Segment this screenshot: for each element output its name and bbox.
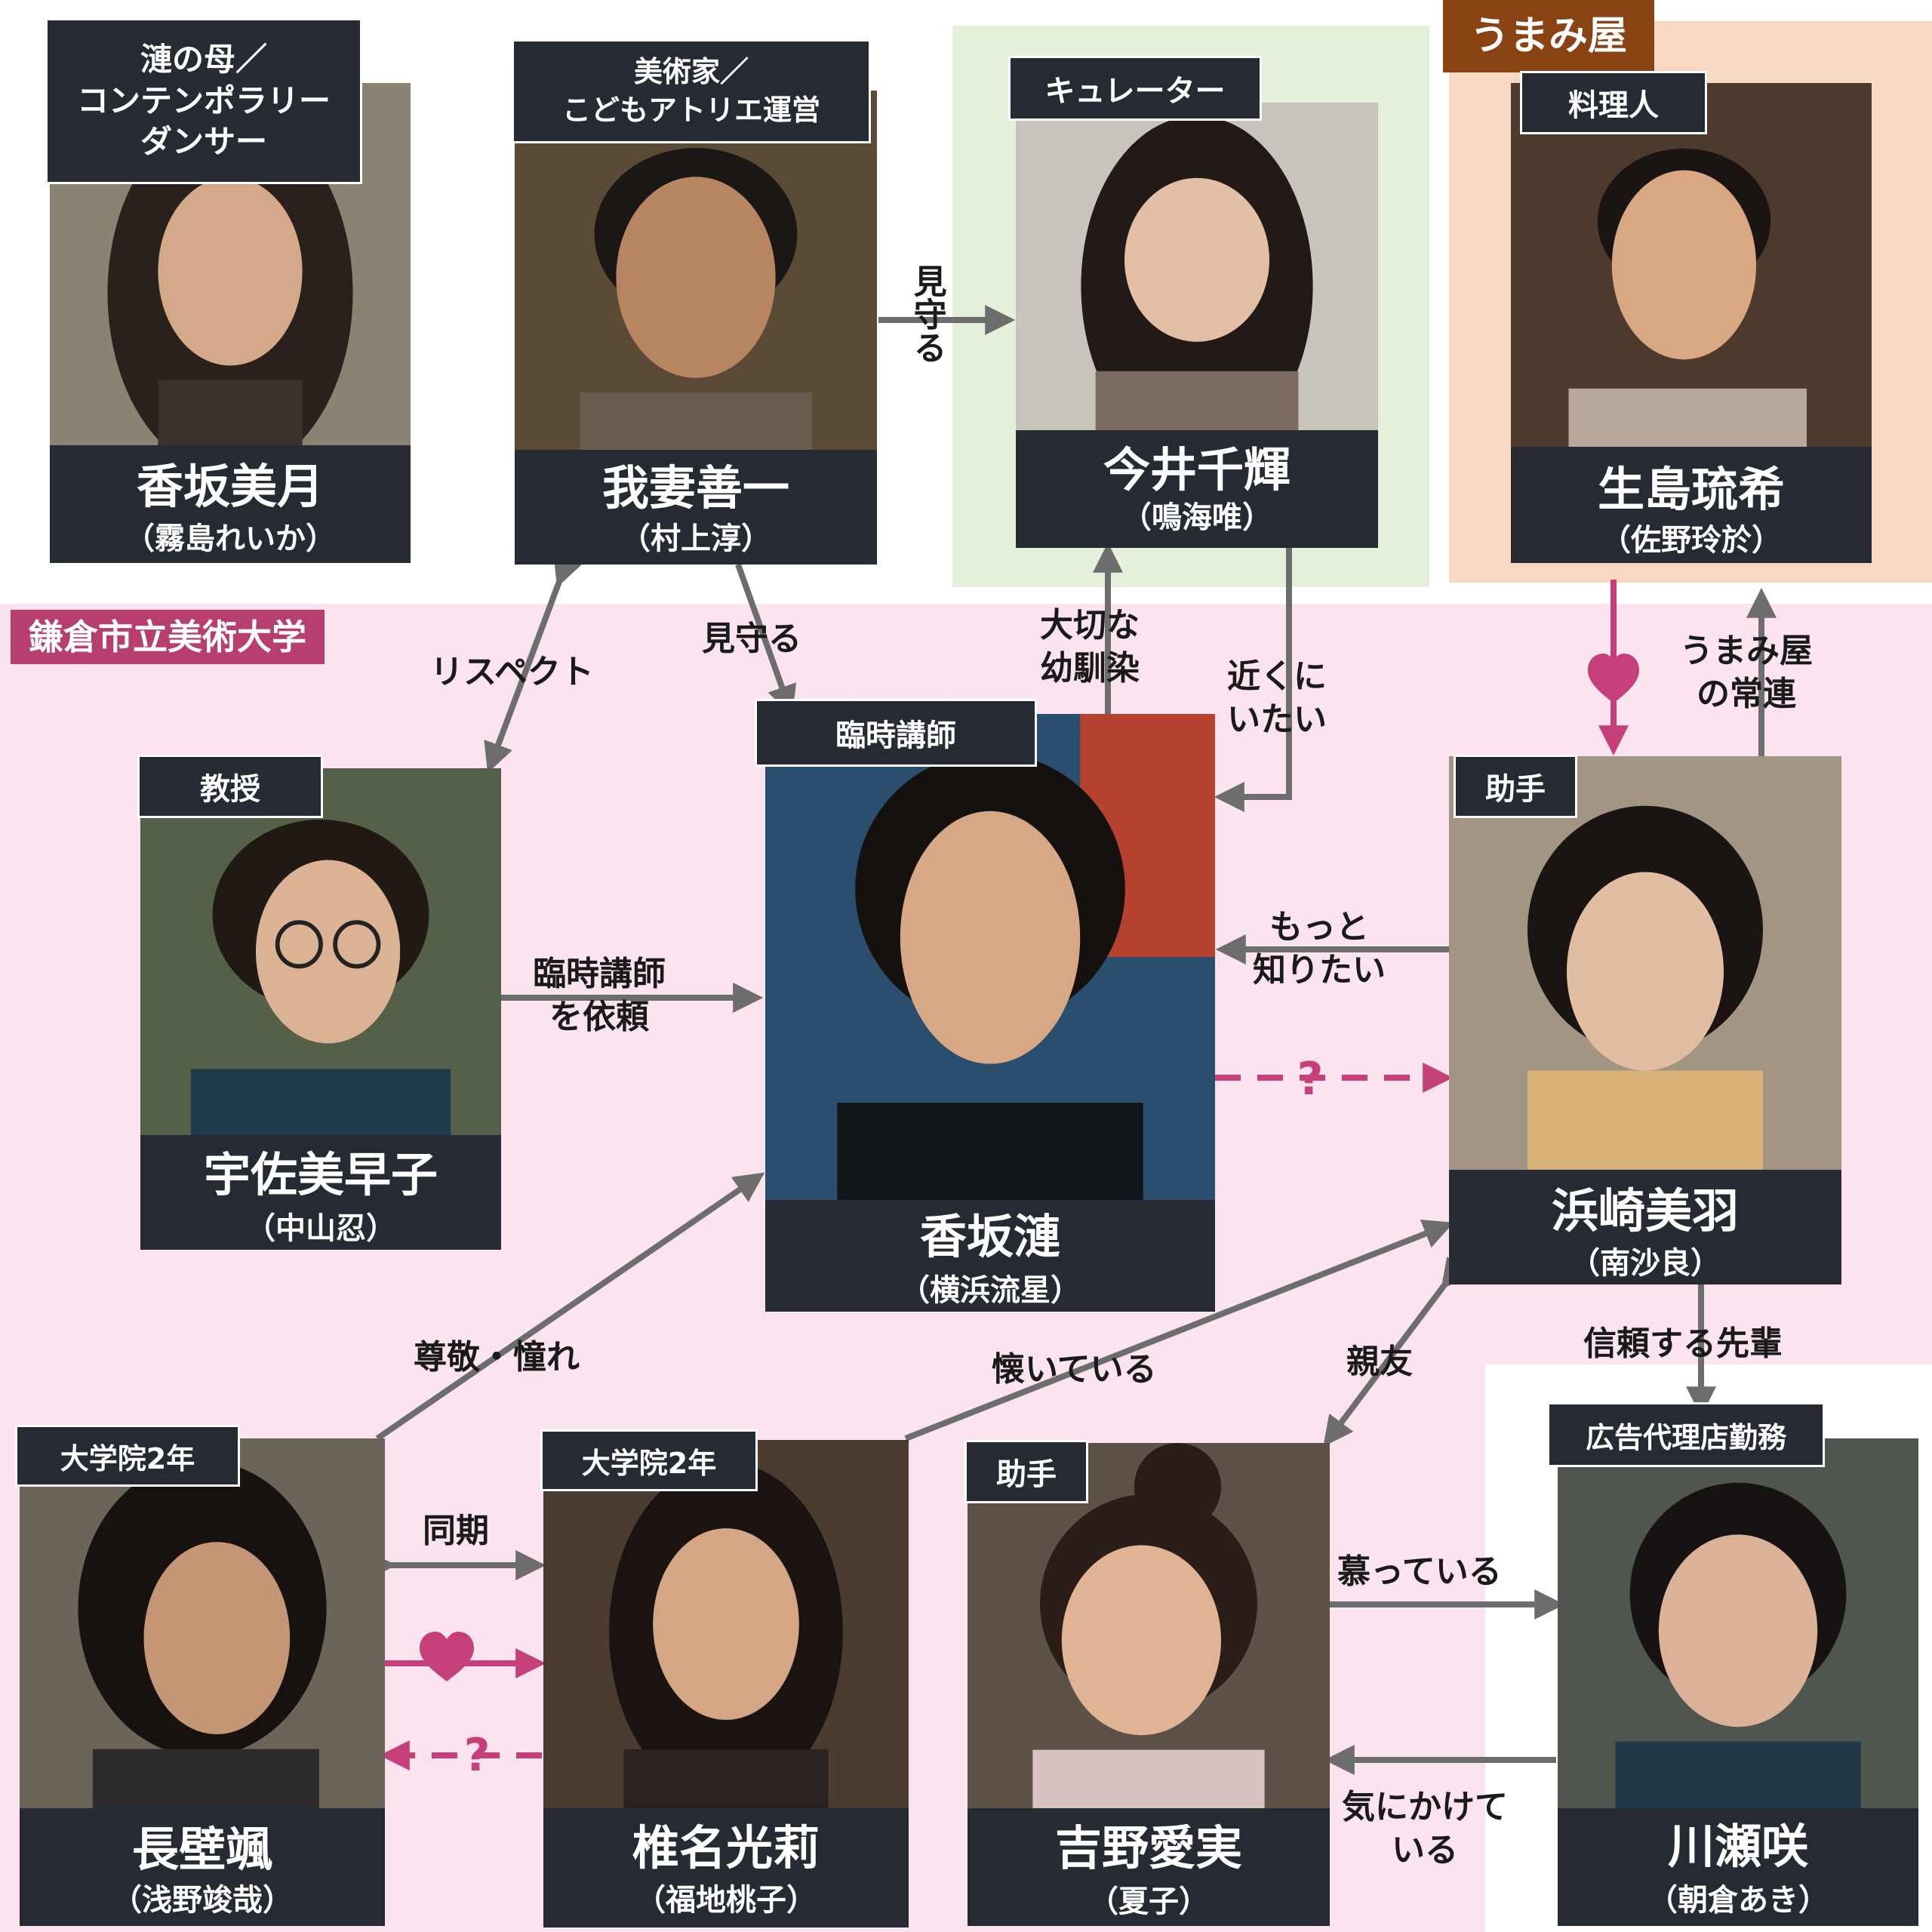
portrait-ruki [1511,83,1872,447]
arrow-zenichi-sachiko [484,554,582,774]
heart-icon [420,1632,474,1681]
role-tag: 教授 [137,755,323,818]
character-name: 椎名光莉 [632,1820,820,1875]
rel-label-respect: リスペクト [430,653,594,691]
character-card-chiaki[interactable]: 今井千輝 （鳴海唯） キュレーター [1008,56,1378,548]
rel-label-sonkei-akogare: 尊敬・憧れ [414,1338,580,1377]
role-tag: 助手 [964,1440,1088,1503]
rel-label-mimamoru-diagonal: 見守る [702,620,801,658]
zone-label-university: 鎌倉市立美術大学 [11,610,325,664]
character-name: 吉野愛実 [1054,1820,1242,1875]
portrait-zenichi [515,91,877,450]
actor-name: （南沙良） [1570,1246,1721,1281]
character-card-ruki[interactable]: 生島琉希 （佐野玲於） 料理人 [1511,71,1872,563]
rel-label-shitatte-iru: 慕っている [1337,1552,1502,1591]
rel-label-rinji-irai: 臨時講師を依頼 [533,955,666,1037]
zone-label-umamiya: うまみ屋 [1443,0,1655,72]
actor-name: （佐野玲於） [1601,523,1782,558]
portrait-saki [1558,1438,1918,1808]
rel-label-umamiya-joren: うまみ屋の常連 [1680,632,1813,714]
role-tag: 大学院2年 [540,1429,758,1491]
character-card-manami[interactable]: 吉野愛実 （夏子） 助手 [964,1440,1330,1926]
character-name: 香坂美月 [136,459,324,514]
actor-name: （鳴海唯） [1121,500,1272,535]
actor-name: （中山忍） [245,1211,396,1246]
actor-name: （横浜流星） [900,1273,1081,1308]
question-mark-icon: ? [464,1729,491,1782]
character-card-zenichi[interactable]: 我妻善一 （村上淳） 美術家／こどもアトリエ運営 [512,39,877,565]
character-name: 川瀬咲 [1667,1819,1808,1874]
role-tag: 広告代理店勤務 [1547,1402,1825,1467]
role-tag: 料理人 [1520,71,1707,134]
actor-name: （夏子） [1088,1884,1209,1919]
role-tag: 大学院2年 [15,1425,240,1487]
character-card-ren[interactable]: 香坂漣 （横浜流星） 臨時講師 [755,699,1215,1312]
role-tag: 漣の母／コンテンポラリーダンサー [45,18,362,184]
role-tag: 臨時講師 [755,699,1037,767]
rel-label-kinikakete-iru: 気にかけている [1342,1788,1508,1870]
portrait-manami [968,1443,1330,1808]
portrait-hayate [20,1438,385,1808]
character-card-mari[interactable]: 椎名光莉 （福地桃子） 大学院2年 [540,1429,909,1927]
character-name: 我妻善一 [601,460,789,515]
actor-name: （村上淳） [620,521,771,556]
role-tag: 助手 [1454,755,1577,818]
arrow-chiaki-to-ren [1214,543,1292,812]
role-tag: 美術家／こどもアトリエ運営 [512,39,871,143]
actor-name: （霧島れいか） [125,521,336,556]
portrait-sachiko [140,768,501,1135]
actor-name: （朝倉あき） [1647,1883,1829,1918]
character-card-saki[interactable]: 川瀬咲 （朝倉あき） 広告代理店勤務 [1547,1402,1918,1926]
rel-label-mimamoru-horizontal: 見守る [907,264,946,364]
character-name: 香坂漣 [919,1209,1060,1264]
character-name: 浜崎美羽 [1551,1183,1739,1238]
question-mark-icon: ? [1297,1053,1324,1106]
arrow-zenichi-to-ren [735,563,797,716]
character-name: 宇佐美早子 [203,1147,438,1202]
portrait-chiaki [1016,103,1378,430]
character-name: 生島琉希 [1597,462,1785,517]
character-card-sachiko[interactable]: 宇佐美早子 （中山忍） 教授 [137,755,501,1250]
actor-name: （福地桃子） [635,1883,817,1918]
rel-label-natsuite-iru: 懐いている [992,1350,1157,1389]
character-card-mizuki[interactable]: 香坂美月 （霧島れいか） 漣の母／コンテンポラリーダンサー [45,18,411,563]
character-name: 今井千輝 [1103,442,1291,497]
actor-name: （浅野竣哉） [112,1883,293,1918]
rel-label-chikaku-ni-itai: 近くにいたい [1227,657,1327,740]
rel-label-motto-shiritai: もっと知りたい [1253,908,1386,990]
arrow-miu-manami [1323,1256,1472,1447]
arrow-hayate-to-ren [375,1172,765,1441]
heart-icon [1588,654,1639,703]
portrait-ren [765,714,1215,1200]
role-tag: キュレーター [1008,56,1262,121]
rel-label-shinyu: 親友 [1346,1343,1413,1381]
portrait-miu [1449,756,1841,1170]
character-card-hayate[interactable]: 長壁颯 （浅野竣哉） 大学院2年 [15,1425,385,1926]
rel-label-osananajimi: 大切な幼馴染 [1040,606,1140,688]
character-name: 長壁颯 [131,1822,272,1877]
rel-label-shinrai-senpai: 信頼する先輩 [1583,1324,1783,1363]
portrait-mari [543,1440,909,1808]
character-card-miu[interactable]: 浜崎美羽 （南沙良） 助手 [1449,755,1841,1284]
rel-label-douki: 同期 [423,1512,489,1550]
